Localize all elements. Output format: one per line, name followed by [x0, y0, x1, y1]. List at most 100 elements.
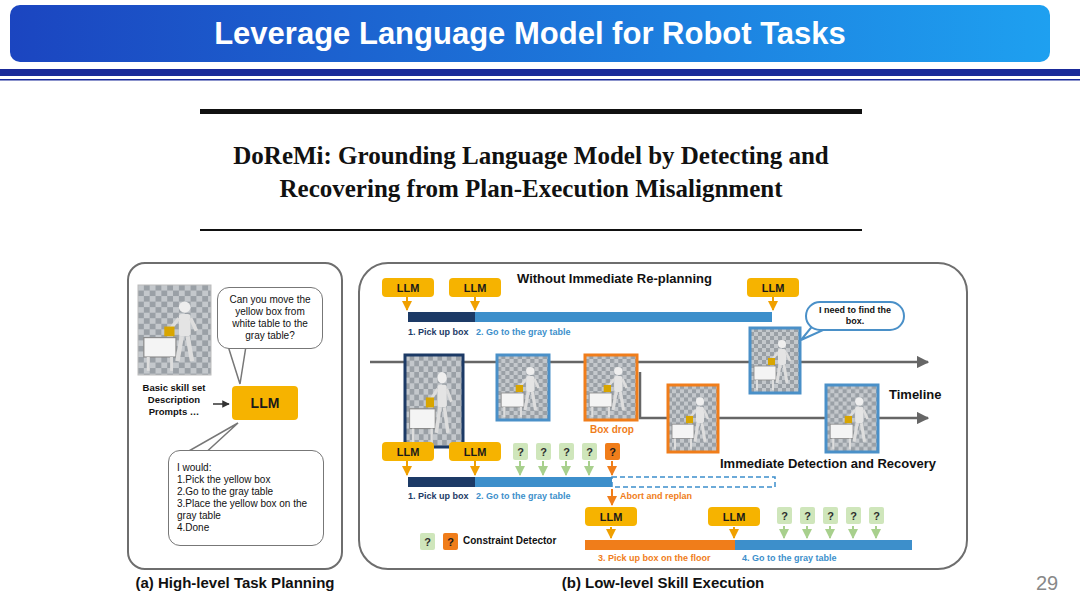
detector-mark: ? — [563, 446, 570, 458]
detector-mark: ? — [540, 446, 547, 458]
paper-title: DoReMi: Grounding Language Model by Dete… — [221, 139, 841, 205]
constraint-detector: ? — [846, 507, 861, 524]
constraint-detector: ? — [869, 507, 884, 524]
arrow — [474, 461, 476, 475]
arrow — [565, 461, 567, 475]
legend-label: Constraint Detector — [463, 535, 556, 546]
detector-mark: ? — [781, 510, 788, 522]
panel-caption: (a) High-level Task Planning — [136, 574, 335, 591]
arrow — [783, 526, 785, 538]
skill-bar — [475, 312, 772, 322]
robot-frame — [405, 355, 463, 447]
detector-mark: ? — [827, 510, 834, 522]
detector-mark: ? — [850, 510, 857, 522]
detector-mark: ? — [424, 536, 431, 548]
arrow — [213, 403, 229, 405]
llm-box: LLM — [449, 442, 501, 461]
arrow — [474, 297, 476, 310]
skill-label: 1. Pick up box — [408, 327, 469, 337]
detector-mark: ? — [447, 536, 454, 548]
paper-rule — [200, 229, 862, 231]
arrow — [542, 461, 544, 475]
constraint-detector: ? — [823, 507, 838, 524]
bubble-tail — [228, 346, 246, 384]
llm-box: LLM — [382, 442, 434, 461]
constraint-detector: ? — [443, 533, 458, 550]
skill-bar — [408, 312, 475, 322]
robot-frame — [405, 355, 463, 447]
skill-label: 2. Go to the gray table — [476, 327, 571, 337]
robot-frame — [497, 355, 549, 420]
robot-illustration — [138, 285, 211, 375]
constraint-detector: ? — [582, 443, 597, 460]
llm-box: LLM — [708, 507, 760, 526]
arrow — [406, 461, 408, 475]
skill-bar — [585, 540, 735, 550]
llm-label: LLM — [723, 511, 746, 523]
arrow — [829, 526, 831, 538]
bubble-text: I need to find the box. — [815, 305, 895, 327]
arrow — [406, 297, 408, 310]
robot-illustration — [138, 285, 211, 375]
event-label: Box drop — [590, 424, 634, 435]
skill-bar — [408, 477, 475, 487]
llm-box: LLM — [747, 278, 799, 297]
robot-frame — [497, 355, 549, 420]
axis-label: Timeline — [889, 387, 942, 402]
skill-bar — [735, 540, 912, 550]
arrow — [875, 526, 877, 538]
robot-frame — [826, 385, 878, 452]
panel-caption: (b) Low-level Skill Execution — [562, 574, 765, 591]
robot-frame — [585, 355, 637, 420]
llm-label: LLM — [251, 395, 280, 411]
llm-box: LLM — [449, 278, 501, 297]
robot-frame — [668, 385, 718, 452]
llm-box: LLM — [232, 386, 298, 420]
llm-label: LLM — [762, 282, 785, 294]
plan-step: 3.Place the yellow box on the gray table — [177, 498, 315, 522]
thought-bubble: I need to find the box. — [805, 301, 905, 331]
page-number: 29 — [1036, 572, 1058, 595]
slide-title: Leverage Language Model for Robot Tasks — [10, 5, 1050, 62]
arrow — [611, 489, 613, 505]
constraint-detector: ? — [559, 443, 574, 460]
llm-label: LLM — [464, 282, 487, 294]
constraint-detector: ? — [800, 507, 815, 524]
header-rule — [0, 69, 1080, 76]
skill-label: 3. Pick up box on the floor — [598, 553, 711, 563]
constraint-detector: ? — [420, 533, 435, 550]
detector-mark: ? — [804, 510, 811, 522]
detector-mark: ? — [609, 446, 616, 458]
skill-label: 4. Go to the gray table — [742, 553, 837, 563]
skill-label: 1. Pick up box — [408, 491, 469, 501]
paper-rule — [200, 109, 862, 114]
robot-frame — [750, 328, 800, 393]
constraint-detector: ? — [513, 443, 528, 460]
detector-mark: ? — [586, 446, 593, 458]
skill-bar — [612, 477, 775, 487]
arrow — [733, 527, 735, 538]
plan-step: 2.Go to the gray table — [177, 486, 273, 498]
robot-frame — [668, 385, 718, 452]
arrow — [610, 527, 612, 538]
arrow — [852, 526, 854, 538]
skill-label: 2. Go to the gray table — [476, 491, 571, 501]
arrow — [772, 297, 774, 310]
detector-mark: ? — [873, 510, 880, 522]
arrow — [806, 526, 808, 538]
section-label: Without Immediate Re-planning — [517, 271, 712, 286]
title-bar — [10, 5, 1050, 62]
input-label: Basic skill set Description Prompts … — [136, 382, 212, 418]
skill-bar — [475, 477, 612, 487]
robot-frame — [585, 355, 637, 420]
robot-frame — [405, 328, 878, 452]
arrow — [611, 461, 613, 475]
bubble-text: Can you move the yellow box from white t… — [224, 294, 316, 342]
skill-bar — [408, 312, 912, 550]
panel: LLM LLM LLM I need to find the box. LLM LLM??… — [358, 262, 968, 570]
llm-label: LLM — [397, 446, 420, 458]
speech-bubble: Can you move the yellow box from white t… — [217, 287, 323, 349]
detector-mark: ? — [517, 446, 524, 458]
arrow — [588, 461, 590, 475]
